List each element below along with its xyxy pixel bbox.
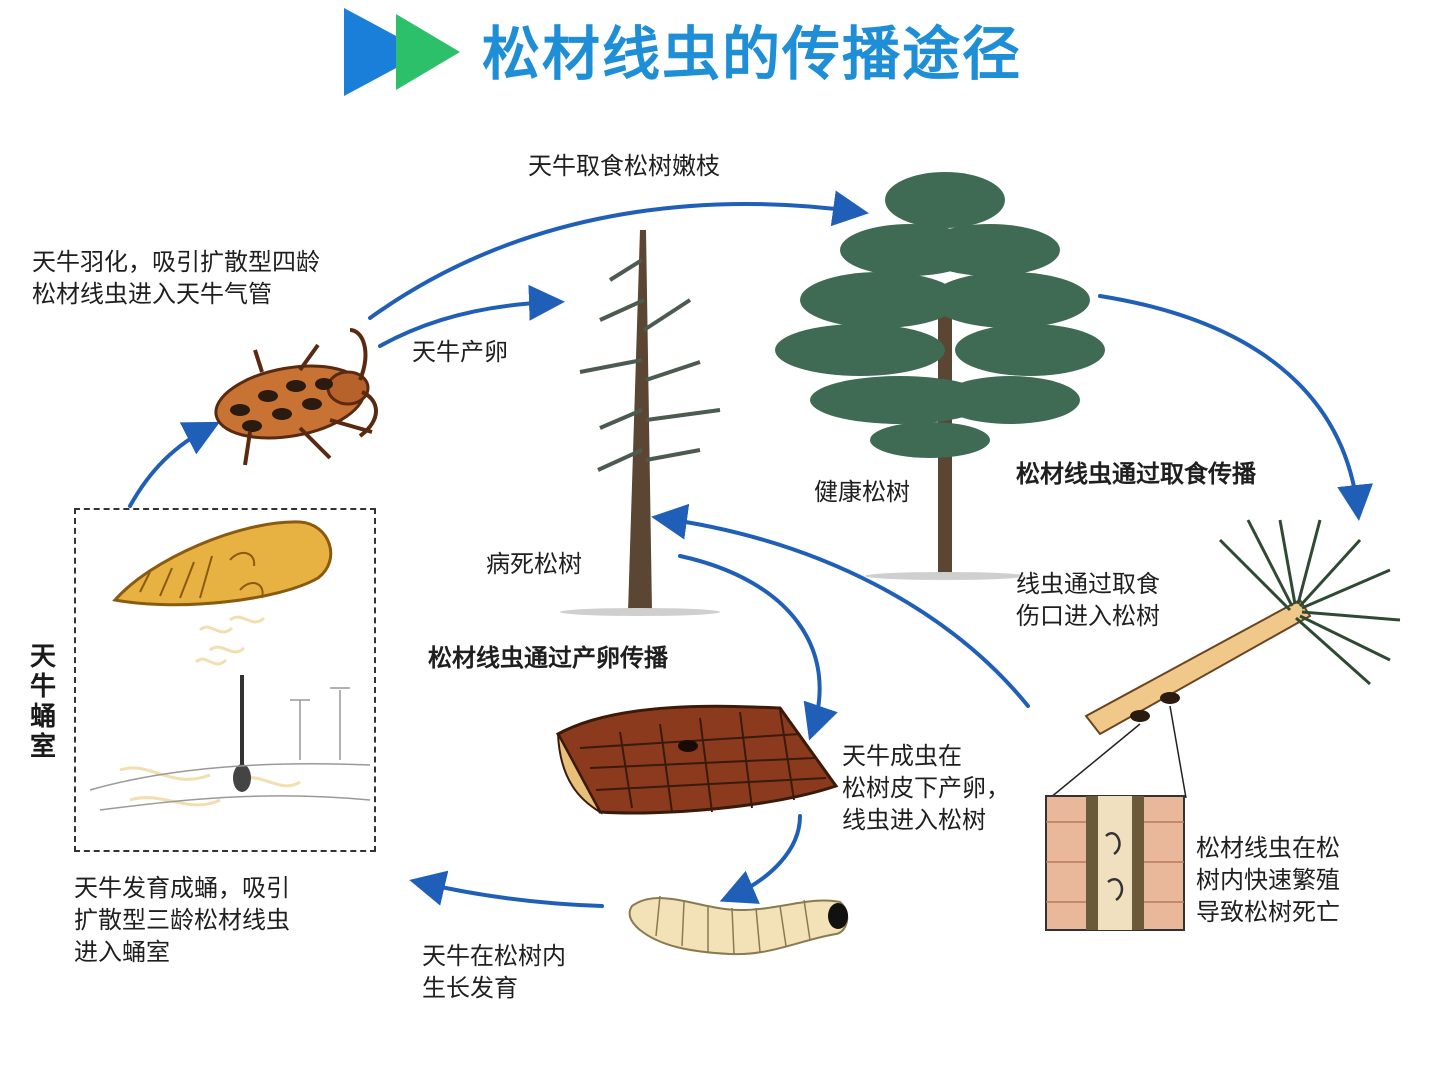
healthy-pine-icon: [775, 172, 1105, 580]
label-emerge: 天牛羽化，吸引扩散型四龄 松材线虫进入天牛气管: [32, 248, 320, 308]
label-adult-lays: 天牛成虫在 松树皮下产卵， 线虫进入松树: [842, 742, 1010, 834]
page-title: 松材线虫的传播途径: [482, 20, 1023, 88]
beetle-icon: [214, 328, 378, 466]
wood-section-icon: [1045, 795, 1185, 931]
label-healthy-tree: 健康松树: [814, 478, 910, 506]
label-pupal-chamber: 天牛蛹室: [29, 642, 56, 762]
label-wound-entry: 线虫通过取食 伤口进入松树: [1016, 570, 1160, 630]
label-pupate: 天牛发育成蛹，吸引 扩散型三龄松材线虫 进入蛹室: [74, 874, 290, 966]
label-grow: 天牛在松树内 生长发育: [422, 942, 566, 1002]
pupa-icon: [89, 520, 371, 811]
bark-log-icon: [555, 704, 839, 815]
label-lay-eggs: 天牛产卵: [412, 338, 508, 366]
pupal-chamber-frame: [74, 508, 376, 852]
cycle-arrow-icon: [128, 190, 1374, 908]
label-reproduce: 松材线虫在松 树内快速繁殖 导致松树死亡: [1196, 834, 1340, 926]
pine-twig-icon: [1049, 519, 1401, 799]
label-spread-feeding: 松材线虫通过取食传播: [1016, 460, 1256, 488]
label-dead-tree: 病死松树: [486, 550, 582, 578]
dead-pine-icon: [560, 230, 721, 616]
play-arrows-icon: [344, 8, 460, 96]
label-feed-twigs: 天牛取食松树嫩枝: [528, 152, 720, 180]
larva-icon: [628, 895, 849, 956]
label-spread-eggs: 松材线虫通过产卵传播: [428, 644, 668, 672]
